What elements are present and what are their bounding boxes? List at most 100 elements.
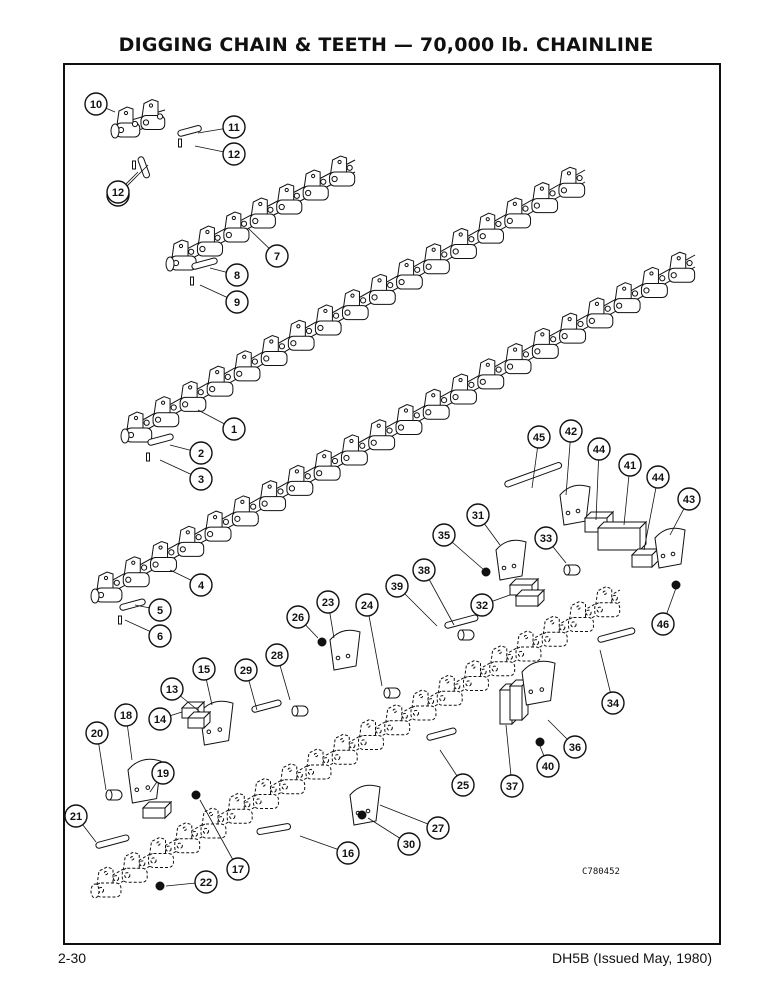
callout-6: 6 xyxy=(148,624,172,648)
callout-number: 28 xyxy=(271,650,283,662)
callout-28: 28 xyxy=(265,643,289,667)
callout-number: 42 xyxy=(565,426,577,438)
chain-link-short xyxy=(110,98,166,139)
callout-8: 8 xyxy=(225,263,249,287)
nut-46 xyxy=(671,580,681,590)
callout-36: 36 xyxy=(563,735,587,759)
page-number: 2-30 xyxy=(58,950,87,966)
callout-number: 17 xyxy=(232,864,244,876)
callout-number: 36 xyxy=(569,742,581,754)
callout-12: 12 xyxy=(222,142,246,166)
spacer-33 xyxy=(563,564,581,576)
callout-43: 43 xyxy=(677,487,701,511)
tooth-42 xyxy=(559,484,591,526)
leader-line-17 xyxy=(199,799,239,870)
page-title: DIGGING CHAIN & TEETH — 70,000 lb. CHAIN… xyxy=(118,34,654,56)
callout-number: 20 xyxy=(91,728,103,740)
callout-number: 24 xyxy=(361,600,374,612)
bolt-25 xyxy=(426,727,457,741)
callout-26: 26 xyxy=(286,605,310,629)
callout-5: 5 xyxy=(148,598,172,622)
nut-40 xyxy=(535,737,545,747)
pin-11b xyxy=(137,156,150,179)
callout-41: 41 xyxy=(618,453,642,477)
callout-number: 14 xyxy=(154,714,167,726)
tooth-31 xyxy=(495,539,527,581)
callout-number: 1 xyxy=(231,424,237,436)
callout-number: 37 xyxy=(506,781,518,793)
callout-18: 18 xyxy=(114,703,138,727)
callout-25: 25 xyxy=(451,773,475,797)
pin-5 xyxy=(119,598,146,611)
callout-38: 38 xyxy=(412,558,436,582)
shim-44b xyxy=(630,547,660,569)
leader-line-24 xyxy=(366,604,383,687)
pin-11a xyxy=(177,125,202,137)
shim-14a xyxy=(180,700,206,720)
callout-number: 4 xyxy=(198,580,205,592)
callout-29: 29 xyxy=(234,658,258,682)
diagram-frame xyxy=(63,63,721,945)
callout-27: 27 xyxy=(426,816,450,840)
callout-30: 30 xyxy=(397,832,421,856)
callout-44: 44 xyxy=(646,465,670,489)
callout-14: 14 xyxy=(148,707,172,731)
callout-group: 1234567891011111212131415161718192021222… xyxy=(64,92,701,894)
callout-number: 46 xyxy=(657,619,669,631)
chain-outline-dashed xyxy=(90,586,621,899)
block-41 xyxy=(596,520,648,552)
nut-30 xyxy=(357,810,367,820)
callout-number: 27 xyxy=(432,823,444,835)
leader-line-44 xyxy=(643,476,659,551)
callout-number: 41 xyxy=(624,460,636,472)
callout-31: 31 xyxy=(466,503,490,527)
callout-number: 32 xyxy=(476,600,488,612)
callout-7: 7 xyxy=(265,244,289,268)
callout-number: 26 xyxy=(292,612,304,624)
callout-number: 6 xyxy=(157,631,163,643)
loose-parts xyxy=(95,125,686,891)
keeper-12b xyxy=(132,160,136,170)
spacer-20 xyxy=(105,789,123,801)
tooth-23 xyxy=(329,629,361,671)
leader-line-44 xyxy=(595,448,600,521)
callout-23: 23 xyxy=(316,590,340,614)
keeper-3 xyxy=(146,452,150,462)
callout-number: 21 xyxy=(70,811,82,823)
pin-2 xyxy=(147,433,174,446)
callout-number: 45 xyxy=(533,432,545,444)
shim-14b xyxy=(186,710,212,730)
callout-35: 35 xyxy=(432,523,456,547)
callout-19: 19 xyxy=(151,761,175,785)
nut-17 xyxy=(191,790,201,800)
callout-33: 33 xyxy=(534,526,558,550)
callout-4: 4 xyxy=(189,573,213,597)
nut-22 xyxy=(155,881,165,891)
shim-32b xyxy=(514,588,546,608)
callout-20: 20 xyxy=(85,721,109,745)
shim-19 xyxy=(141,800,173,820)
pin-8 xyxy=(191,257,218,270)
chain-section-1 xyxy=(120,166,586,444)
callout-number: 22 xyxy=(200,877,212,889)
callout-2: 2 xyxy=(189,441,213,465)
tooth-27 xyxy=(349,784,381,826)
callout-32: 32 xyxy=(470,593,494,617)
callout-number: 29 xyxy=(240,665,252,677)
callout-1: 1 xyxy=(222,417,246,441)
callout-3: 3 xyxy=(189,467,213,491)
callout-11: 11 xyxy=(222,115,246,139)
callout-number: 12 xyxy=(228,149,240,161)
publication-info: DH5B (Issued May, 1980) xyxy=(551,950,712,966)
callout-number: 5 xyxy=(157,605,163,617)
callout-number: 3 xyxy=(198,474,204,486)
chain-section-4 xyxy=(90,251,696,604)
callout-24: 24 xyxy=(355,593,379,617)
bolt-21 xyxy=(95,834,130,849)
bolt-45 xyxy=(504,462,563,488)
tooth-43 xyxy=(654,527,686,569)
drawing-code: C780452 xyxy=(582,867,620,877)
callout-9: 9 xyxy=(225,290,249,314)
callout-number: 40 xyxy=(542,761,554,773)
